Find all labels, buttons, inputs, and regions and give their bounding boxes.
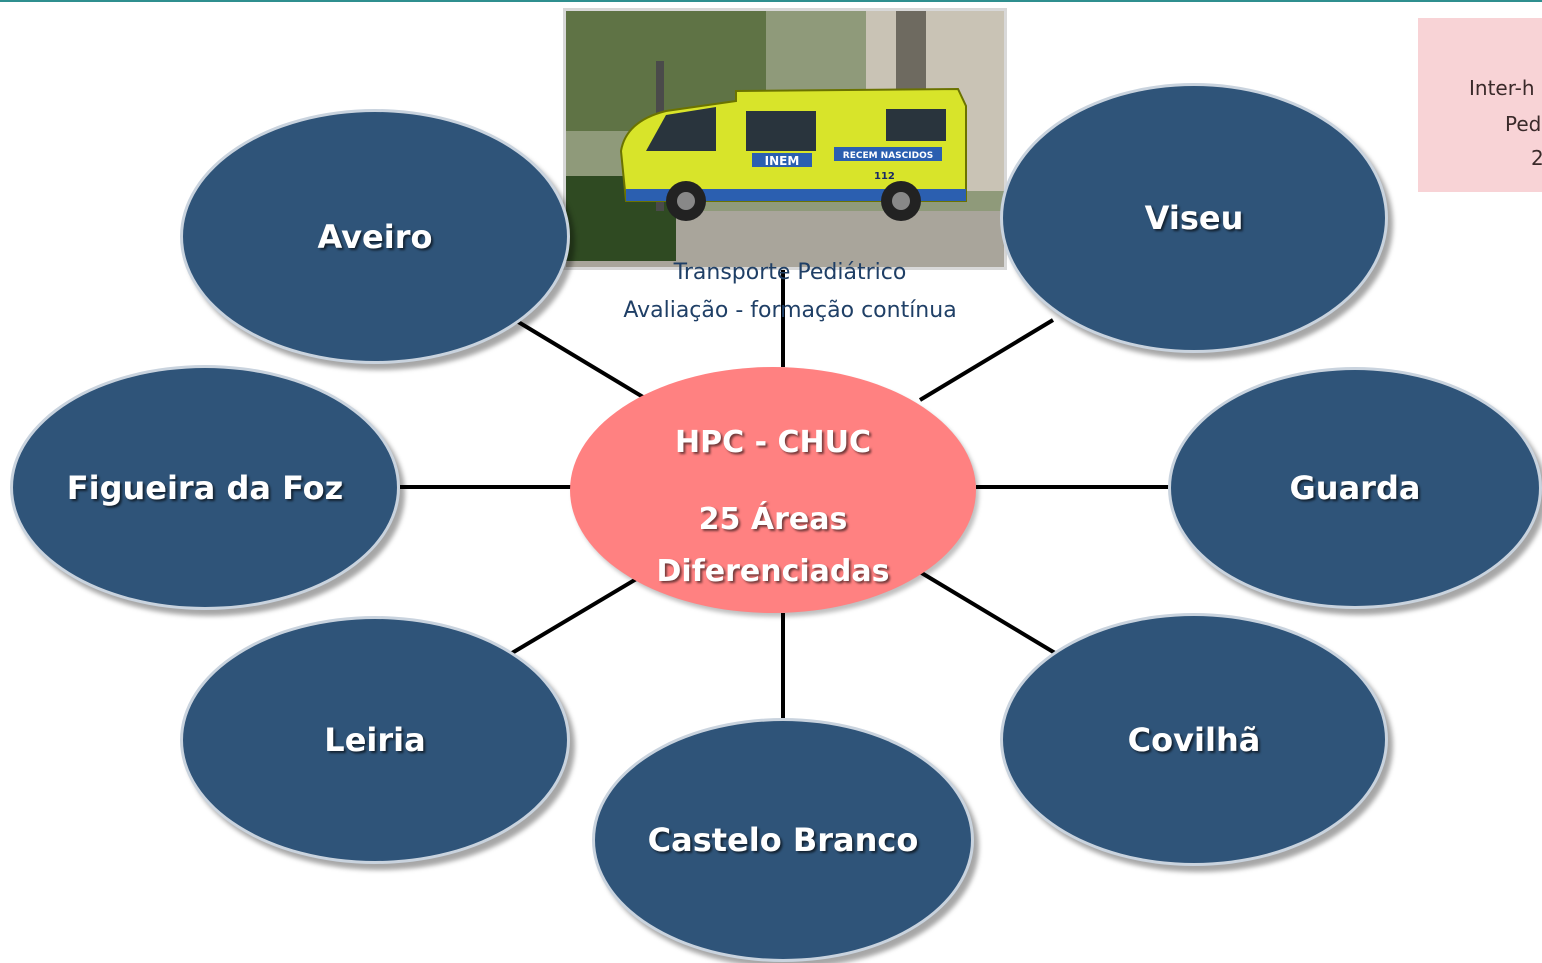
ambulance-illustration: INEM RECEM NASCIDOS 112: [566, 11, 1004, 267]
node-castelo-label: Castelo Branco: [647, 821, 919, 859]
link-leiria: [510, 570, 650, 655]
node-viseu-label: Viseu: [1144, 199, 1244, 237]
hub-line-1: 25 Áreas: [698, 502, 848, 537]
node-figueira-da-foz: Figueira da Foz: [10, 365, 400, 610]
side-note-line-1: Inter-h: [1469, 76, 1535, 100]
link-covilha: [918, 570, 1057, 655]
side-note-line-3: 2: [1531, 146, 1542, 170]
node-castelo-branco: Castelo Branco: [592, 718, 974, 962]
ambulance-photo: INEM RECEM NASCIDOS 112: [563, 8, 1007, 270]
recem-nascidos-label: RECEM NASCIDOS: [843, 151, 933, 161]
inem-label: INEM: [765, 154, 800, 168]
node-covilha: Covilhã: [1000, 613, 1388, 866]
phone-label: 112: [874, 171, 895, 182]
node-aveiro: Aveiro: [180, 109, 570, 364]
caption-line-1: Transporte Pediátrico: [673, 260, 907, 285]
side-note: Inter-h Ped 2: [1418, 18, 1542, 192]
hub-title: HPC - CHUC: [675, 425, 871, 460]
caption-line-2: Avaliação - formação contínua: [623, 298, 957, 323]
node-leiria: Leiria: [180, 616, 570, 864]
top-divider: [0, 0, 1542, 2]
node-aveiro-label: Aveiro: [317, 217, 433, 256]
node-covilha-label: Covilhã: [1127, 720, 1261, 759]
hub-ellipse: [570, 367, 976, 613]
node-viseu: Viseu: [1000, 83, 1388, 353]
node-leiria-label: Leiria: [324, 721, 426, 759]
side-note-line-2: Ped: [1505, 112, 1542, 136]
hub-line-2: Diferenciadas: [656, 554, 890, 589]
node-guarda-label: Guarda: [1289, 469, 1421, 507]
link-viseu: [918, 318, 1055, 402]
link-aveiro: [513, 318, 650, 402]
node-guarda: Guarda: [1168, 367, 1542, 609]
node-figueira-label: Figueira da Foz: [66, 468, 344, 507]
